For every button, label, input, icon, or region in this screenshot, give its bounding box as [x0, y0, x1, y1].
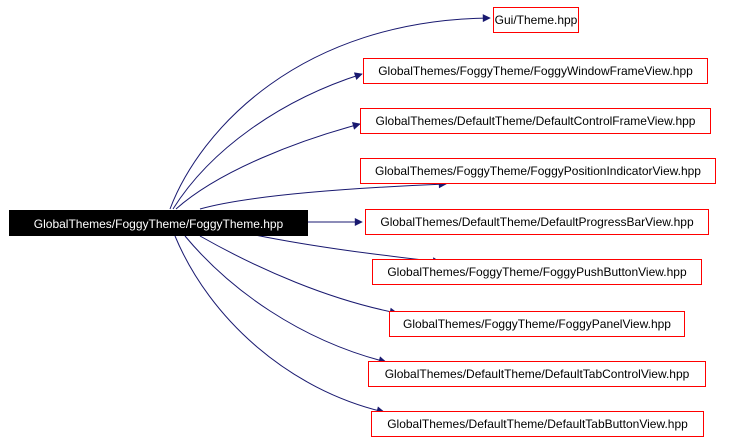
- root-node[interactable]: GlobalThemes/FoggyTheme/FoggyTheme.hpp: [9, 210, 308, 236]
- include-node[interactable]: GlobalThemes/DefaultTheme/DefaultTabButt…: [371, 411, 704, 437]
- include-node[interactable]: GlobalThemes/FoggyTheme/FoggyPanelView.h…: [389, 311, 685, 337]
- include-node[interactable]: GlobalThemes/DefaultTheme/DefaultControl…: [360, 108, 711, 134]
- include-node[interactable]: GlobalThemes/DefaultTheme/DefaultTabCont…: [368, 361, 706, 387]
- include-node[interactable]: GlobalThemes/DefaultTheme/DefaultProgres…: [365, 209, 709, 235]
- include-node[interactable]: GlobalThemes/FoggyTheme/FoggyWindowFrame…: [363, 58, 708, 84]
- include-edge-arrow: [169, 14, 491, 210]
- include-edge-arrow: [199, 180, 447, 210]
- include-edge-arrow: [174, 235, 385, 415]
- include-node[interactable]: GlobalThemes/FoggyTheme/FoggyPositionInd…: [360, 158, 716, 184]
- include-edge-arrow: [175, 121, 361, 210]
- include-edge-arrow: [172, 72, 363, 210]
- include-edge-arrow: [184, 235, 387, 365]
- include-node[interactable]: Gui/Theme.hpp: [493, 7, 579, 33]
- include-edge-arrow: [199, 235, 398, 316]
- include-node[interactable]: GlobalThemes/FoggyTheme/FoggyPushButtonV…: [372, 259, 702, 285]
- include-edge-arrow: [254, 234, 441, 266]
